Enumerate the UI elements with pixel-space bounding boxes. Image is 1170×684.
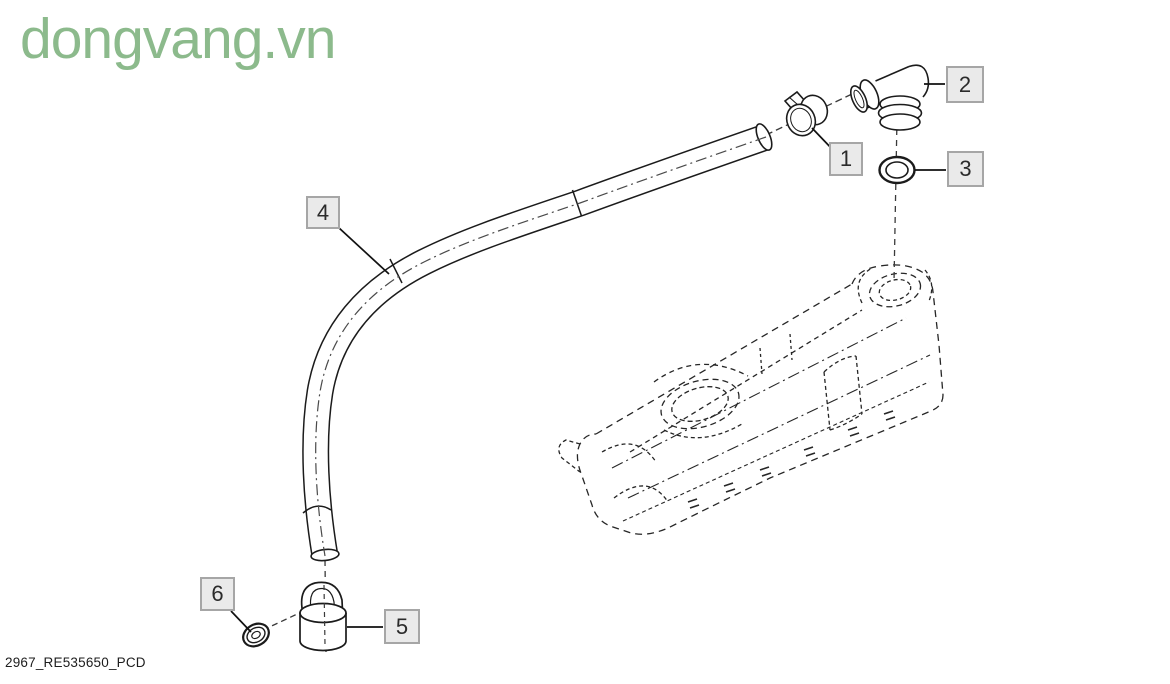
callout-3-o-ring[interactable]: 3 bbox=[947, 151, 984, 187]
mounting-clamp-part bbox=[299, 581, 347, 652]
breather-hose-part bbox=[302, 123, 773, 562]
elbow-end-face bbox=[849, 85, 869, 113]
leader-6 bbox=[230, 610, 252, 633]
hose-clamp-part bbox=[783, 90, 829, 137]
elbow-to-cover-centerline bbox=[893, 117, 898, 283]
callout-1-hose-clamp[interactable]: 1 bbox=[829, 142, 863, 176]
callout-6-nut[interactable]: 6 bbox=[200, 577, 235, 611]
drawing-code-label: 2967_RE535650_PCD bbox=[5, 655, 146, 670]
clamp-cylinder bbox=[299, 613, 347, 652]
valve-cover-reference-outline bbox=[558, 264, 944, 535]
callout-4-hose[interactable]: 4 bbox=[306, 196, 340, 229]
watermark-logo: dongvang.vn bbox=[20, 7, 336, 71]
assembly-centerlines bbox=[262, 93, 898, 653]
callout-5-clamp[interactable]: 5 bbox=[384, 609, 420, 644]
callout-2-elbow[interactable]: 2 bbox=[946, 66, 984, 103]
o-ring-part bbox=[878, 155, 916, 185]
leader-lines bbox=[230, 83, 946, 633]
leader-4 bbox=[337, 226, 390, 275]
elbow-fitting-part bbox=[849, 61, 930, 131]
